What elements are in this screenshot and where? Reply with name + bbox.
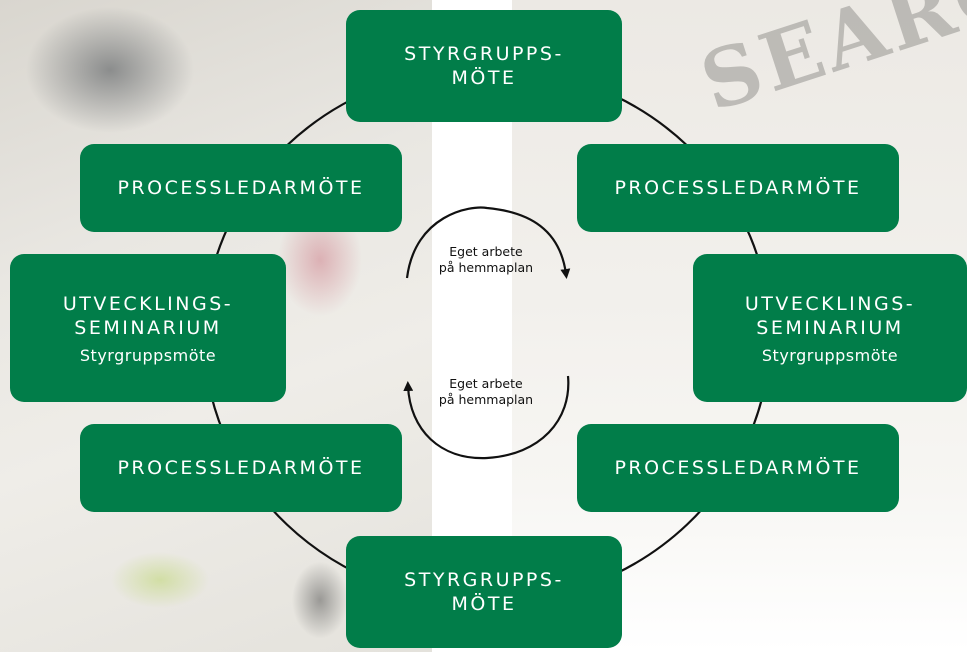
loop-label-line1: Eget arbete [449, 376, 523, 391]
box-styrgruppsmote-top: STYRGRUPPS- MÖTE [346, 10, 622, 122]
box-processledarmote-lower-left: PROCESSLEDARMÖTE [80, 424, 402, 512]
box-processledarmote-lower-right: PROCESSLEDARMÖTE [577, 424, 899, 512]
box-label-line2: MÖTE [451, 593, 517, 615]
box-sublabel: Styrgruppsmöte [79, 345, 217, 365]
box-label-line2: SEMINARIUM [74, 316, 222, 339]
box-styrgruppsmote-bottom: STYRGRUPPS- MÖTE [346, 536, 622, 648]
box-sublabel: Styrgruppsmöte [761, 345, 899, 365]
box-label: PROCESSLEDARMÖTE [117, 457, 365, 479]
box-label-line1: STYRGRUPPS- [404, 569, 564, 591]
box-label-line1: UTVECKLINGS- [62, 292, 234, 315]
loop-arrow-lower [403, 375, 570, 460]
loop-arrow-upper [405, 206, 571, 279]
box-utvecklingsseminarium-left: UTVECKLINGS- SEMINARIUM Styrgruppsmöte [10, 254, 286, 402]
loop-label-line2: på hemmaplan [438, 260, 534, 275]
loop-label-line1: Eget arbete [449, 244, 523, 259]
box-utvecklingsseminarium-right: UTVECKLINGS- SEMINARIUM Styrgruppsmöte [693, 254, 967, 402]
box-label: PROCESSLEDARMÖTE [614, 457, 862, 479]
box-label-line2: SEMINARIUM [756, 316, 904, 339]
loop-label-line2: på hemmaplan [438, 392, 534, 407]
box-label: PROCESSLEDARMÖTE [117, 177, 365, 199]
box-label-line1: UTVECKLINGS- [744, 292, 916, 315]
loop-label-upper: Eget arbete på hemmaplan [426, 244, 546, 276]
box-label-line1: STYRGRUPPS- [404, 43, 564, 65]
box-processledarmote-upper-left: PROCESSLEDARMÖTE [80, 144, 402, 232]
box-label-line2: MÖTE [451, 67, 517, 89]
box-label: PROCESSLEDARMÖTE [614, 177, 862, 199]
loop-label-lower: Eget arbete på hemmaplan [426, 376, 546, 408]
box-processledarmote-upper-right: PROCESSLEDARMÖTE [577, 144, 899, 232]
